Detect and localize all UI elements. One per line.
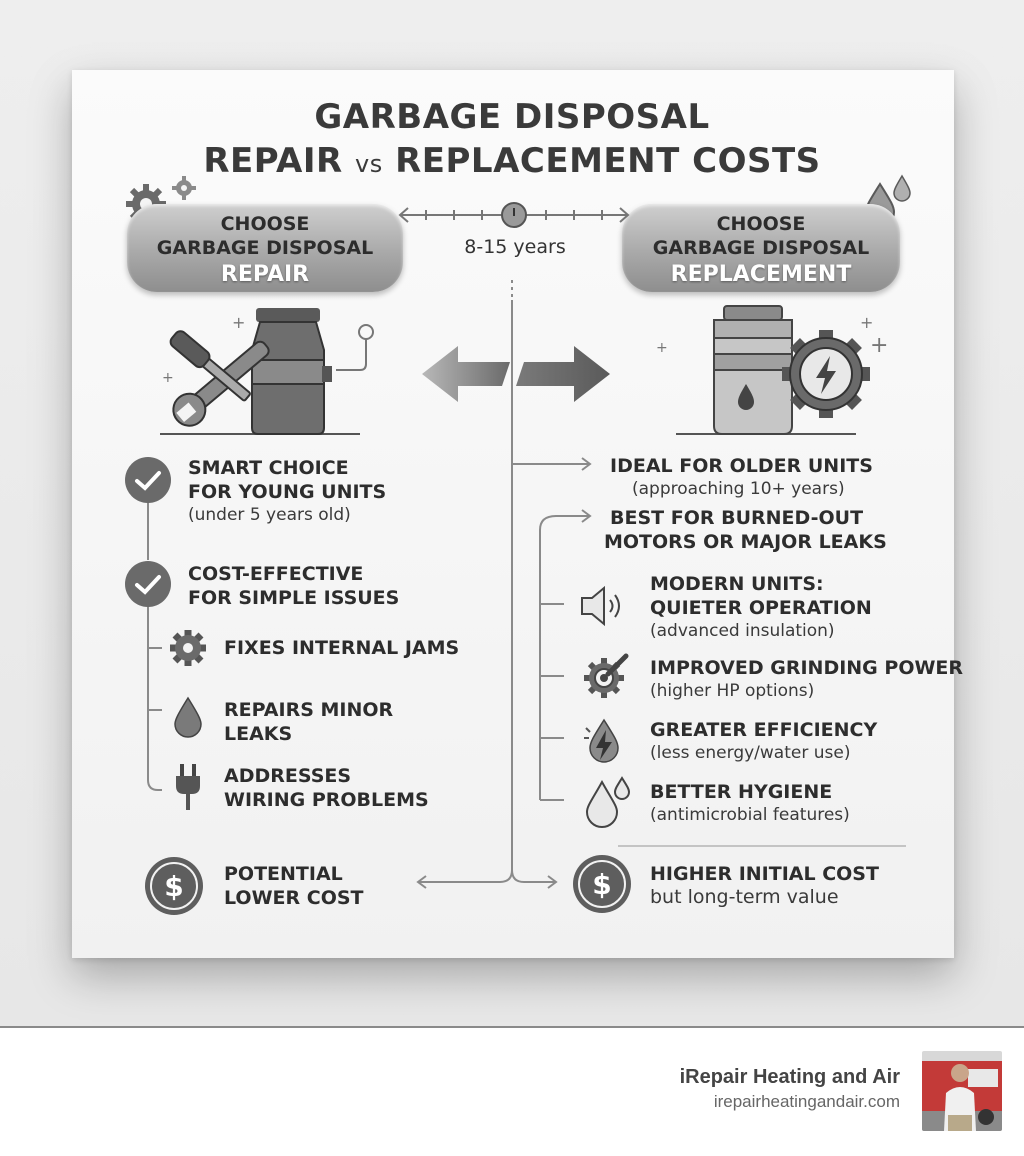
item-heading-2: QUIETER OPERATION (650, 597, 872, 619)
check-icon (125, 457, 171, 503)
water-drop-icon (174, 696, 202, 738)
check-icon (125, 561, 171, 607)
cost-heading-1: POTENTIAL (224, 863, 343, 885)
replacement-pill: CHOOSE GARBAGE DISPOSAL REPLACEMENT (622, 204, 900, 292)
item-heading-2: LEAKS (224, 723, 293, 745)
svg-text:$: $ (592, 868, 611, 901)
item-heading-1: ADDRESSES (224, 765, 352, 787)
repair-pill-line-2: GARBAGE DISPOSAL (156, 237, 374, 259)
item-heading-1: REPAIRS MINOR (224, 699, 394, 721)
double-arrow-icon (422, 346, 610, 402)
lightning-drop-icon (584, 718, 619, 763)
replacement-item-burned-out: BEST FOR BURNED-OUT MOTORS OR MAJOR LEAK… (604, 506, 887, 554)
repair-pill-line-1: CHOOSE (220, 213, 310, 235)
title-replacement: REPLACEMENT COSTS (395, 141, 821, 181)
hygiene-drop-icon (585, 776, 631, 828)
item-heading-1: IMPROVED GRINDING POWER (650, 657, 964, 679)
title-line-1: GARBAGE DISPOSAL (314, 97, 710, 137)
dollar-icon: $ (573, 855, 631, 913)
replacement-subitem-efficiency: GREATER EFFICIENCY (less energy/water us… (650, 718, 877, 764)
item-heading-1: COST-EFFECTIVE (188, 563, 364, 585)
technician-photo (922, 1051, 1002, 1131)
replacement-subitem-hygiene: BETTER HYGIENE (antimicrobial features) (650, 780, 850, 826)
replacement-pill-line-2: GARBAGE DISPOSAL (652, 237, 870, 259)
replacement-subitem-grinding: IMPROVED GRINDING POWER (higher HP optio… (650, 656, 963, 702)
repair-tools-icon: + + (160, 308, 374, 435)
brand-url[interactable]: irepairheatingandair.com (713, 1092, 900, 1111)
title-vs: vs (355, 150, 383, 178)
item-subtext: (less energy/water use) (650, 743, 851, 763)
timeline-label: 8-15 years (464, 236, 566, 258)
item-subtext: (under 5 years old) (188, 505, 351, 525)
gear-icon (170, 630, 206, 666)
repair-pill: CHOOSE GARBAGE DISPOSAL REPAIR (127, 204, 403, 292)
svg-text:+: + (232, 313, 245, 332)
item-heading-2: FOR SIMPLE ISSUES (188, 587, 400, 609)
title-line-2: REPAIR vs REPLACEMENT COSTS (0, 140, 1024, 185)
replacement-cost: HIGHER INITIAL COST but long-term value (650, 862, 879, 908)
item-heading-2: FOR YOUNG UNITS (188, 481, 387, 503)
item-heading-1: IDEAL FOR OLDER UNITS (610, 455, 873, 477)
item-heading-1: BETTER HYGIENE (650, 781, 833, 803)
replacement-pill-line-1: CHOOSE (716, 213, 806, 235)
repair-item-young-units: SMART CHOICE FOR YOUNG UNITS (under 5 ye… (188, 456, 386, 526)
cost-heading-2: LOWER COST (224, 887, 364, 909)
cost-subtext: but long-term value (650, 886, 839, 908)
item-subtext: (antimicrobial features) (650, 805, 850, 825)
brand-name[interactable]: iRepair Heating and Air (679, 1066, 900, 1088)
svg-text:+: + (656, 340, 668, 356)
svg-text:+: + (870, 333, 888, 358)
repair-subitem-wiring: ADDRESSES WIRING PROBLEMS (224, 764, 429, 812)
replacement-subitem-quieter: MODERN UNITS: QUIETER OPERATION (advance… (650, 572, 872, 642)
grinding-gear-icon (584, 653, 629, 698)
plug-icon (176, 764, 200, 810)
replacement-item-older-units: IDEAL FOR OLDER UNITS (approaching 10+ y… (610, 454, 873, 500)
svg-text:+: + (162, 370, 174, 386)
repair-subitem-leaks: REPAIRS MINOR LEAKS (224, 698, 393, 746)
title-repair: REPAIR (203, 141, 343, 181)
replacement-pill-line-3: REPLACEMENT (670, 262, 852, 287)
connector-lines (147, 280, 906, 889)
speaker-icon (581, 585, 620, 627)
repair-subitem-jams: FIXES INTERNAL JAMS (224, 637, 460, 659)
item-subtext: (advanced insulation) (650, 621, 835, 641)
item-heading-2: WIRING PROBLEMS (224, 789, 429, 811)
item-subtext: (higher HP options) (650, 681, 815, 701)
svg-text:$: $ (164, 870, 183, 903)
item-heading-1: GREATER EFFICIENCY (650, 719, 878, 741)
repair-item-simple-issues: COST-EFFECTIVE FOR SIMPLE ISSUES (188, 562, 399, 610)
svg-text:+: + (860, 313, 873, 332)
item-subtext: (approaching 10+ years) (632, 479, 845, 499)
footer (0, 1026, 1024, 1156)
item-heading-2: MOTORS OR MAJOR LEAKS (604, 531, 887, 553)
replacement-unit-icon: + + + (656, 305, 888, 435)
dollar-icon: $ (145, 857, 203, 915)
repair-cost: POTENTIAL LOWER COST (224, 862, 364, 910)
item-heading-1: MODERN UNITS: (650, 573, 824, 595)
repair-pill-line-3: REPAIR (220, 262, 310, 287)
item-heading-1: BEST FOR BURNED-OUT (610, 507, 864, 529)
item-heading-1: SMART CHOICE (188, 457, 349, 479)
cost-heading: HIGHER INITIAL COST (650, 863, 879, 885)
timeline-scale (398, 202, 630, 228)
